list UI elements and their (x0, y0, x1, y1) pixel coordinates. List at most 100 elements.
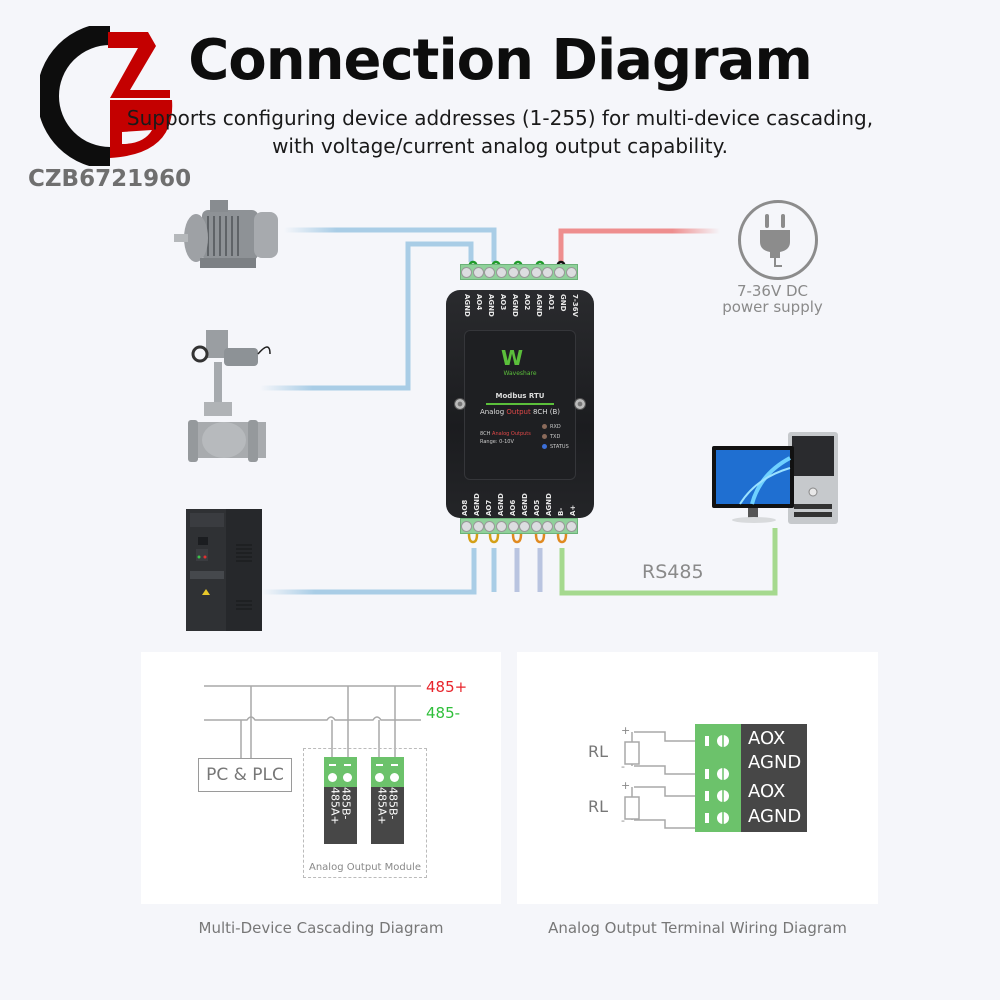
terminal-bar-icon (376, 764, 383, 766)
terminal-hole (484, 520, 496, 532)
terminal-hole (530, 266, 542, 278)
terminal-hole (565, 266, 577, 278)
terminal-hole (507, 520, 519, 532)
wire-power (558, 228, 720, 262)
led-status: STATUS (542, 442, 569, 452)
pin-label: A+ (569, 504, 577, 516)
led-indicator-icon (542, 434, 547, 439)
terminal-hole (554, 520, 566, 532)
wire-rs485 (559, 528, 778, 596)
module-protocol: Modbus RTU (495, 392, 545, 400)
subtitle-line-1: Supports configuring device addresses (1… (126, 106, 874, 130)
minus-sign-2: - (621, 814, 625, 827)
power-description: power supply (722, 298, 823, 316)
valve-icon (188, 330, 271, 462)
logo-b-shape (110, 100, 173, 158)
pin-label: AGND (463, 294, 471, 317)
led-indicator-icon (542, 444, 547, 449)
pin-label: AGND (545, 493, 553, 516)
minus-sign-1: - (621, 760, 625, 773)
pin-label: AO8 (461, 499, 469, 516)
terminal-hole (565, 520, 577, 532)
load-label-1: RL (588, 742, 609, 761)
motor-icon (174, 200, 278, 268)
module-name: Analog Output 8CH (B) (446, 408, 594, 416)
logo-c-arc (40, 26, 111, 166)
power-voltage: 7-36V DC (736, 282, 809, 300)
pin-label: AO4 (475, 294, 483, 311)
pin-b-label: 485B- (339, 787, 353, 820)
bidirectional-arrow-icon (486, 403, 554, 405)
terminal-hole (461, 520, 473, 532)
pin-label: AO3 (499, 294, 507, 311)
cascading-diagram-caption: Multi-Device Cascading Diagram (198, 919, 444, 937)
pin-b-label: 485B- (386, 787, 400, 820)
terminal-bar-icon (329, 764, 336, 766)
terminal-hole (484, 266, 496, 278)
watermark-text: CZB6721960 (28, 166, 192, 192)
terminal-hole (542, 520, 554, 532)
terminal-bar-icon (391, 764, 398, 766)
module-front-panel (464, 330, 576, 480)
power-supply-label: 7-36V DC power supply (700, 283, 845, 315)
terminal-bar-icon (344, 764, 351, 766)
chip-terminal (371, 757, 404, 787)
terminal-label: AOX (748, 728, 786, 749)
analog-output-module: AGND AO4 AGND AO3 AGND AO2 AGND AO1 GND … (446, 290, 594, 518)
module-chip-1: 485A+ 485B- (324, 757, 357, 844)
pin-label: AGND (473, 493, 481, 516)
terminal-hole (496, 520, 508, 532)
pin-label: AGND (535, 294, 543, 317)
terminal-hole (461, 266, 473, 278)
wire-motor (284, 227, 497, 262)
page-title: Connection Diagram (188, 28, 813, 93)
chip-body: 485A+ 485B- (371, 787, 404, 844)
terminal-hole (519, 520, 531, 532)
led-indicator-icon (542, 424, 547, 429)
led-label: RXD (550, 424, 561, 430)
pin-a-label: 485A+ (328, 787, 342, 825)
module-chip-2: 485A+ 485B- (371, 757, 404, 844)
pin-label: AO7 (485, 499, 493, 516)
computer-icon (712, 432, 838, 524)
pin-label: AO6 (509, 499, 517, 516)
waveshare-logo-icon: W (501, 346, 524, 370)
bottom-pin-labels: AO8 AGND AO7 AGND AO6 AGND AO5 AGND B- A… (460, 484, 580, 516)
terminal-hole (530, 520, 542, 532)
terminal-hole (519, 266, 531, 278)
pin-a-label: 485A+ (375, 787, 389, 825)
terminal-screw-icon (375, 773, 384, 782)
page-subtitle: Supports configuring device addresses (1… (0, 104, 1000, 160)
terminal-hole (554, 266, 566, 278)
terminal-label: AGND (748, 752, 802, 773)
bus-plus-label: 485+ (426, 678, 468, 696)
subtitle-line-2: with voltage/current analog output capab… (272, 134, 728, 158)
terminal-hole (507, 266, 519, 278)
pin-label: B- (557, 507, 565, 516)
info-prefix: 8CH (480, 431, 491, 437)
load-wiring-lines (624, 731, 695, 829)
rs485-label: RS485 (642, 561, 704, 583)
status-leds: RXD TXD STATUS (542, 422, 569, 452)
led-rxd: RXD (542, 422, 569, 432)
terminal-label-strip: AOX AGND AOX AGND (741, 724, 807, 832)
terminal-screw-strip (695, 724, 741, 832)
pin-label: AGND (487, 294, 495, 317)
pin-label: AO5 (533, 499, 541, 516)
module-info: 8CH Analog Outputs Range: 0-10V (480, 430, 531, 446)
led-label: TXD (550, 434, 561, 440)
terminal-screw-icon (390, 773, 399, 782)
terminal-hole (542, 266, 554, 278)
module-group-label: Analog Output Module (308, 862, 421, 873)
chip-body: 485A+ 485B- (324, 787, 357, 844)
plug-glyph-icon (760, 214, 790, 267)
terminal-hole (496, 266, 508, 278)
watermark-logo (40, 26, 173, 166)
mount-screw-left (454, 398, 466, 410)
module-name-highlight: Output (506, 408, 531, 416)
terminal-hole (472, 520, 484, 532)
wire-inverter (262, 548, 477, 595)
info-range: Range: 0-10V (480, 439, 514, 445)
pc-plc-box: PC & PLC (198, 758, 292, 792)
